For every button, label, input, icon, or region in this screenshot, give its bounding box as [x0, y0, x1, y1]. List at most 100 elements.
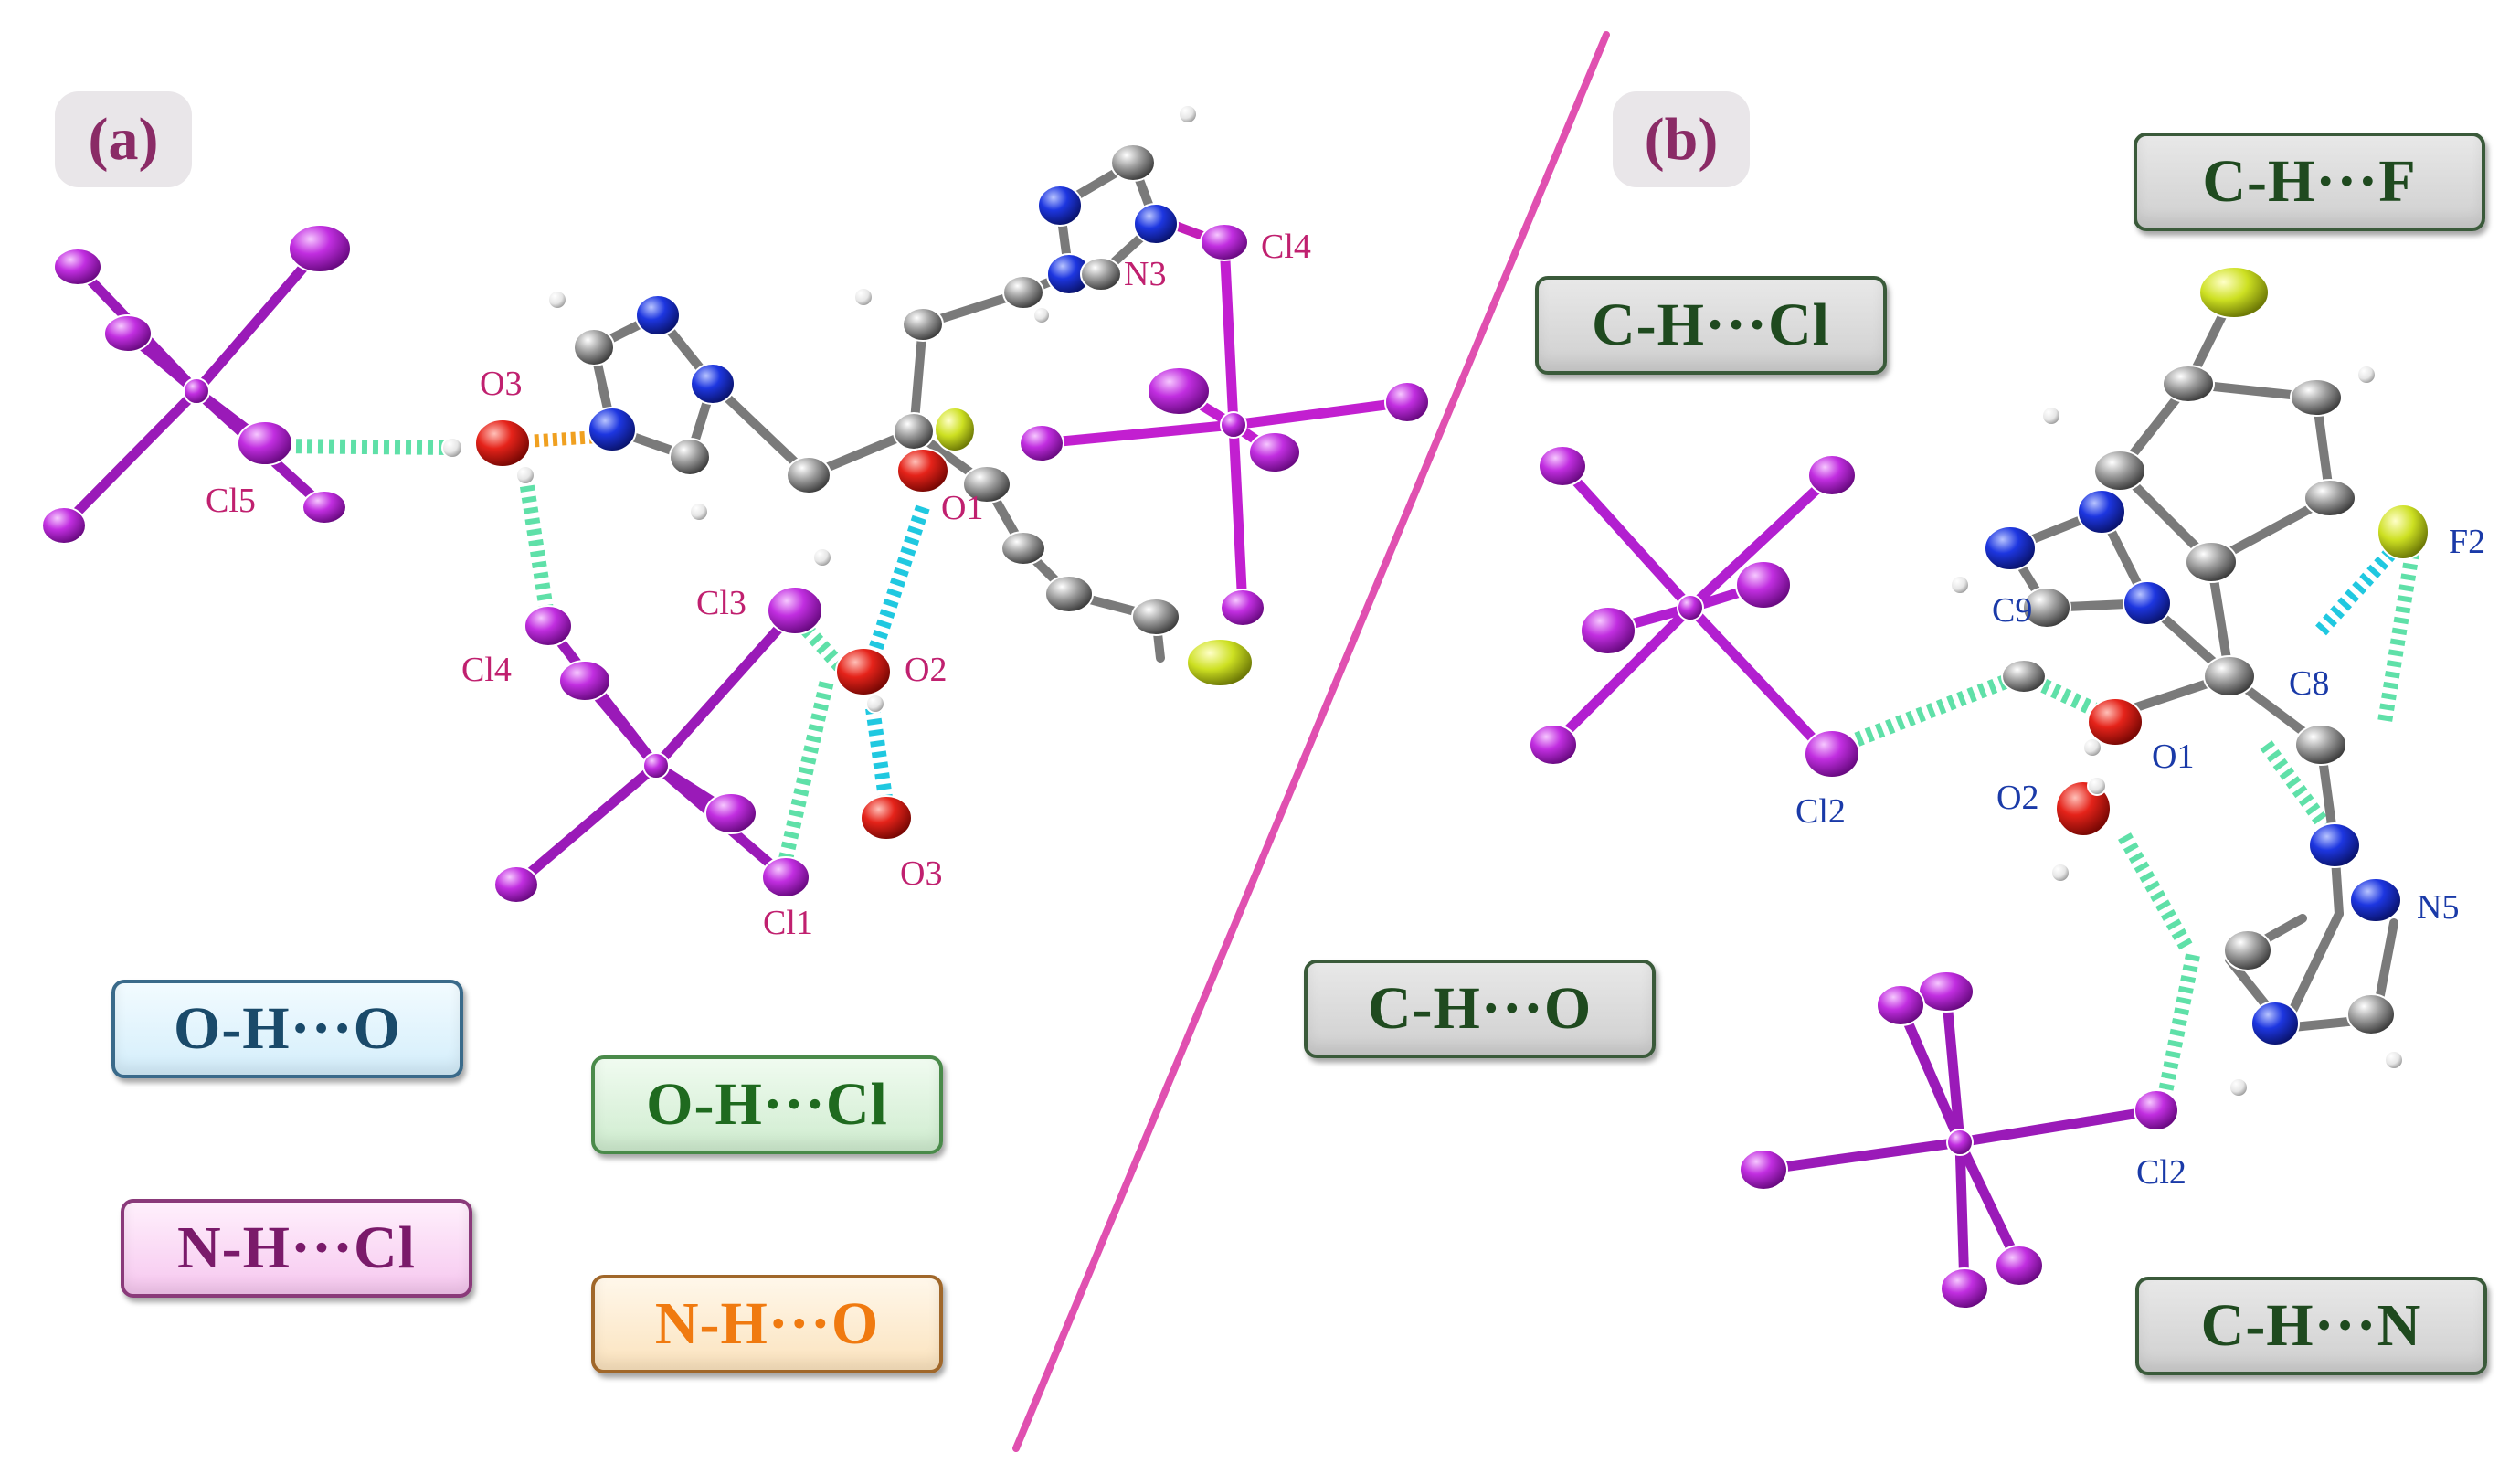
panel-divider	[1012, 31, 1610, 1452]
atom-h	[689, 502, 709, 522]
atom-c	[2294, 724, 2347, 766]
panel-a-structure: O3 Cl5 N3 Cl4 O1 Cl3 Cl4 O2 O3 Cl1	[41, 104, 1430, 942]
atom-central	[1677, 594, 1704, 621]
atom-c	[902, 307, 944, 342]
atom-h	[1032, 306, 1051, 324]
atom-n	[2123, 580, 2172, 626]
legend-oh-cl: O-H···Cl	[591, 1055, 943, 1154]
atom-cl	[1019, 424, 1064, 462]
label-n5: N5	[2417, 888, 2459, 927]
atom-h	[812, 547, 832, 567]
atom-c	[962, 465, 1011, 504]
panel-b-tag: (b)	[1613, 91, 1750, 187]
atom-cl	[1807, 454, 1857, 496]
atom-c	[1080, 257, 1122, 292]
label-o2: O2	[905, 651, 947, 689]
atom-central	[642, 752, 670, 779]
atom-c	[1131, 598, 1181, 636]
atom-h	[547, 290, 567, 310]
atom-c	[2223, 929, 2272, 971]
atom-cl	[103, 314, 153, 353]
atom-n	[2250, 1001, 2300, 1046]
atom-h	[853, 287, 874, 307]
atom-n	[1037, 185, 1083, 227]
atom-c	[1110, 143, 1156, 182]
label-cl4-top: Cl4	[1261, 228, 1311, 266]
atom-c	[1002, 275, 1044, 310]
atom-cl	[704, 792, 757, 834]
label-cl5: Cl5	[206, 482, 256, 520]
atoms-a	[41, 104, 1430, 904]
label-n3: N3	[1124, 255, 1166, 293]
atom-cl	[1735, 560, 1792, 610]
atom-n	[1133, 203, 1179, 245]
legend-nh-cl: N-H···Cl	[121, 1199, 472, 1298]
atom-cl	[558, 660, 611, 702]
label-f2: F2	[2449, 523, 2485, 561]
atom-labels-a: O3 Cl5 N3 Cl4 O1 Cl3 Cl4 O2 O3 Cl1	[206, 228, 1311, 942]
atom-cl	[1248, 431, 1301, 473]
atom-cl	[41, 506, 87, 545]
atom-cl	[767, 586, 823, 635]
octahedron-bottom-b	[1758, 986, 2162, 1294]
atom-n	[2308, 822, 2361, 868]
hbond-o2-o1	[865, 504, 930, 661]
hbond-cl5-o3	[273, 439, 453, 455]
atom-h	[1178, 104, 1198, 124]
legend-ch-f: C-H···F	[2134, 133, 2485, 231]
hbond-n-o3	[524, 430, 599, 448]
atom-h	[2384, 1050, 2404, 1070]
atom-h	[515, 465, 535, 485]
hbond-o2-o3	[865, 706, 894, 806]
atom-c	[893, 412, 935, 451]
atom-f	[1186, 638, 1254, 687]
label-c9: C9	[1992, 591, 2032, 630]
atom-c	[2203, 655, 2256, 697]
hbond-cl2-c9	[1834, 669, 2022, 755]
atom-cl	[1918, 970, 1975, 1013]
atom-cl	[302, 490, 347, 525]
atom-o	[896, 448, 949, 493]
atom-h	[865, 694, 885, 714]
atom-cl	[1220, 589, 1265, 627]
atom-f	[2198, 266, 2270, 319]
legend-nh-o: N-H···O	[591, 1275, 943, 1373]
atom-o	[860, 795, 913, 841]
atom-h	[2356, 365, 2377, 385]
atom-o	[2087, 697, 2144, 747]
atom-labels-b: F2 C9 C8 O1 O2 Cl2 N5 Cl2	[1795, 523, 2485, 1192]
hbond-o2-cl2	[2118, 832, 2195, 954]
atom-cl	[53, 248, 102, 286]
atom-c	[2303, 479, 2356, 517]
atom-n	[588, 407, 637, 452]
atom-cl	[761, 856, 810, 898]
atom-h	[1950, 575, 1970, 595]
atom-h	[2050, 863, 2070, 883]
atom-cl	[1739, 1149, 1788, 1191]
atom-c	[2346, 993, 2396, 1035]
label-o2: O2	[1996, 779, 2038, 817]
legend-oh-o: O-H···O	[111, 980, 463, 1078]
atom-o	[474, 419, 531, 468]
atoms-b	[1529, 266, 2430, 1310]
atom-f	[2377, 504, 2430, 560]
label-o1: O1	[2152, 737, 2194, 776]
atom-central	[1946, 1129, 1974, 1156]
atom-c	[2185, 541, 2238, 583]
hbond-o3-cl4	[518, 473, 556, 623]
atom-c	[2290, 378, 2343, 417]
atom-h	[2087, 776, 2107, 796]
label-cl4-left: Cl4	[461, 651, 512, 689]
atom-central	[183, 377, 210, 405]
octahedron-bottom-center	[511, 605, 800, 890]
label-cl1: Cl1	[763, 904, 813, 942]
atom-h	[2041, 406, 2061, 426]
atom-cl	[1200, 223, 1249, 261]
label-cl3: Cl3	[696, 584, 746, 622]
atom-c	[2093, 450, 2146, 492]
atom-c	[1044, 575, 1094, 613]
atom-cl	[1580, 606, 1636, 655]
atom-cl	[1940, 1267, 1989, 1310]
atom-f	[934, 407, 976, 452]
